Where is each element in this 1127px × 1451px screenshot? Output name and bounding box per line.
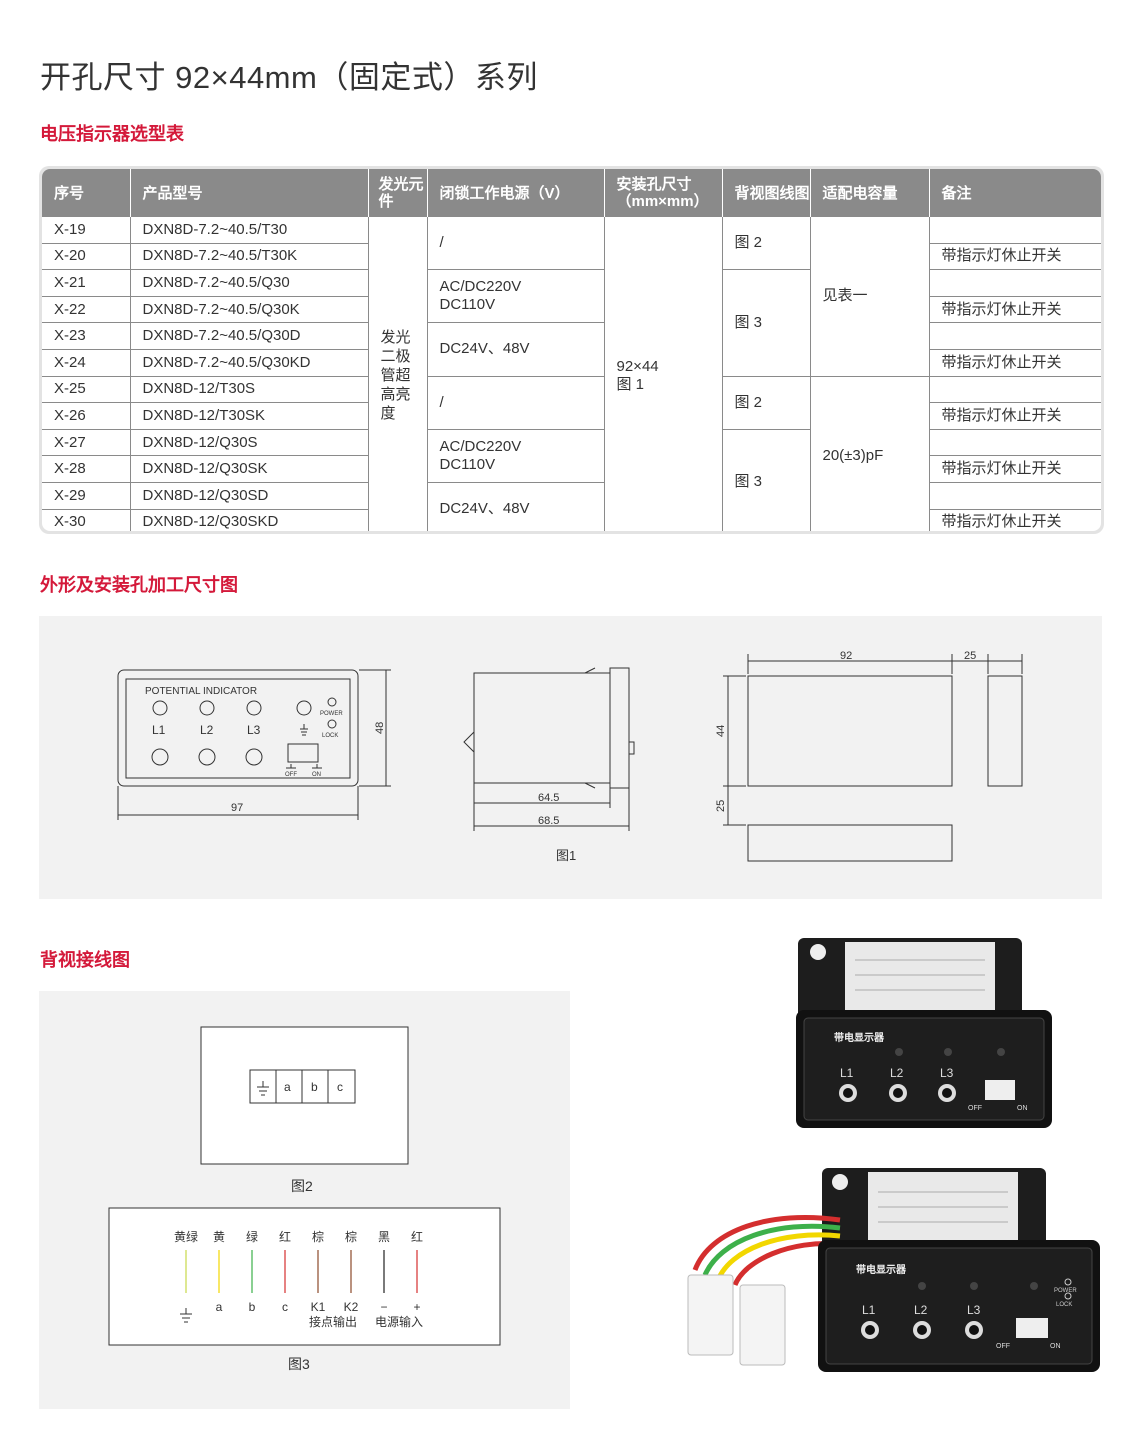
wire-color-label: 黄绿	[174, 1229, 198, 1244]
svg-text:68.5: 68.5	[538, 815, 559, 827]
table-row: X-30 DXN8D-12/Q30SKD 带指示灯休止开关	[42, 509, 1101, 531]
fig3-caption: 图3	[288, 1356, 310, 1372]
table-row: X-20 DXN8D-7.2~40.5/T30K 带指示灯休止开关	[42, 243, 1101, 271]
wire-color-label: 绿	[246, 1229, 258, 1244]
device-photo-2: 带电显示器 POWER LOCK L1 L2 L3 OFF ON	[687, 1168, 1100, 1372]
wire-terminal-label: a	[216, 1300, 223, 1314]
svg-text:L3: L3	[940, 1066, 954, 1080]
svg-text:LOCK: LOCK	[322, 733, 338, 739]
svg-text:ON: ON	[312, 772, 321, 778]
wire-color-label: 红	[279, 1229, 291, 1244]
table-header-row: 序号 产品型号 发光元件 闭锁工作电源（V） 安装孔尺寸（mm×mm） 背视图线…	[42, 169, 1101, 217]
svg-text:92: 92	[840, 650, 852, 662]
header-light: 发光元件	[368, 169, 428, 217]
page-title: 开孔尺寸 92×44mm（固定式）系列	[40, 60, 538, 95]
table-row: X-19 DXN8D-7.2~40.5/T30 发光二极管超高亮度 / 92×4…	[42, 217, 1101, 531]
header-power: 闭锁工作电源（V）	[427, 169, 605, 217]
svg-text:L2: L2	[890, 1066, 904, 1080]
wire-terminal-label: b	[249, 1300, 256, 1314]
dimension-drawing-panel: POTENTIAL INDICATOR POWER LOCK L1 L2 L3 …	[39, 616, 1102, 899]
section-title-drawing: 外形及安装孔加工尺寸图	[40, 575, 238, 595]
light-element-cell: 发光二极管超高亮度	[368, 217, 428, 531]
wire-terminal-label: K2	[344, 1300, 359, 1314]
wire-terminal-label: K1	[311, 1300, 326, 1314]
selection-table-frame: 序号 产品型号 发光元件 闭锁工作电源（V） 安装孔尺寸（mm×mm） 背视图线…	[39, 166, 1104, 534]
wire-color-label: 棕	[312, 1229, 324, 1244]
header-capacity: 适配电容量	[810, 169, 930, 217]
svg-text:c: c	[337, 1080, 343, 1094]
svg-text:48: 48	[374, 722, 386, 734]
table-row: X-26 DXN8D-12/T30SK 带指示灯休止开关	[42, 402, 1101, 430]
panel-label: POTENTIAL INDICATOR	[145, 686, 257, 697]
svg-text:L3: L3	[247, 723, 261, 737]
svg-text:ON: ON	[1017, 1105, 1028, 1112]
header-no: 序号	[42, 169, 131, 217]
svg-text:25: 25	[964, 650, 976, 662]
dimension-drawing: POTENTIAL INDICATOR POWER LOCK L1 L2 L3 …	[117, 650, 1023, 863]
selection-table: 序号 产品型号 发光元件 闭锁工作电源（V） 安装孔尺寸（mm×mm） 背视图线…	[42, 169, 1101, 531]
fig1-caption: 图1	[556, 848, 576, 863]
wire-color-label: 黑	[378, 1230, 390, 1244]
wire-color-label: 红	[411, 1229, 423, 1244]
svg-text:OFF: OFF	[285, 772, 297, 778]
table-row: X-23 DXN8D-7.2~40.5/Q30D DC24V、48V	[42, 322, 1101, 377]
svg-text:64.5: 64.5	[538, 792, 559, 804]
svg-text:a: a	[284, 1080, 291, 1094]
svg-text:25: 25	[715, 800, 727, 812]
svg-text:OFF: OFF	[968, 1105, 982, 1112]
svg-text:L1: L1	[862, 1303, 876, 1317]
svg-text:OFF: OFF	[996, 1343, 1010, 1350]
wire-terminal-label: c	[282, 1300, 288, 1314]
svg-text:POWER: POWER	[320, 711, 343, 717]
svg-text:b: b	[311, 1080, 318, 1094]
svg-text:带电显示器: 带电显示器	[834, 1031, 885, 1044]
table-row: X-28 DXN8D-12/Q30SK 带指示灯休止开关	[42, 455, 1101, 483]
wire-lines	[185, 1250, 418, 1293]
wire-terminal-label: +	[413, 1300, 420, 1314]
table-row: X-22 DXN8D-7.2~40.5/Q30K 带指示灯休止开关	[42, 296, 1101, 324]
svg-text:POWER: POWER	[1054, 1288, 1077, 1294]
section-title-table: 电压指示器选型表	[40, 124, 184, 144]
product-photos: 带电显示器 L1 L2 L3 OFF ON	[650, 930, 1120, 1430]
svg-text:L2: L2	[914, 1303, 928, 1317]
svg-text:L1: L1	[840, 1066, 854, 1080]
svg-text:L2: L2	[200, 723, 214, 737]
wire-color-label: 黄	[213, 1230, 225, 1244]
header-model: 产品型号	[130, 169, 369, 217]
svg-text:电源输入: 电源输入	[375, 1314, 423, 1329]
table-row: X-24 DXN8D-7.2~40.5/Q30KD 带指示灯休止开关	[42, 349, 1101, 377]
svg-text:接点输出: 接点输出	[309, 1314, 357, 1329]
table-row: X-29 DXN8D-12/Q30SD DC24V、48V	[42, 482, 1101, 531]
svg-text:ON: ON	[1050, 1343, 1061, 1350]
svg-text:97: 97	[231, 802, 243, 814]
wire-color-label: 棕	[345, 1229, 357, 1244]
svg-text:L3: L3	[967, 1303, 981, 1317]
wire-color-labels: 黄绿黄绿红棕棕黑红	[174, 1229, 423, 1244]
device-photo-1: 带电显示器 L1 L2 L3 OFF ON	[796, 938, 1052, 1128]
svg-text:LOCK: LOCK	[1056, 1302, 1072, 1308]
svg-text:L1: L1	[152, 723, 166, 737]
fig2-caption: 图2	[291, 1178, 313, 1194]
header-remark: 备注	[929, 169, 1101, 217]
header-wiring: 背视图线图	[722, 169, 811, 217]
svg-text:带电显示器: 带电显示器	[856, 1263, 907, 1276]
wire-terminal-labels: a b c K1 K2 − +	[216, 1300, 421, 1314]
svg-text:44: 44	[715, 725, 727, 737]
section-title-wiring: 背视接线图	[40, 950, 130, 970]
product-illustration: 带电显示器 L1 L2 L3 OFF ON	[687, 938, 1100, 1372]
table-row: X-25 DXN8D-12/T30S / 图 2 20(±3)pF	[42, 376, 1101, 531]
wire-terminal-label: −	[380, 1300, 387, 1314]
header-hole: 安装孔尺寸（mm×mm）	[604, 169, 723, 217]
